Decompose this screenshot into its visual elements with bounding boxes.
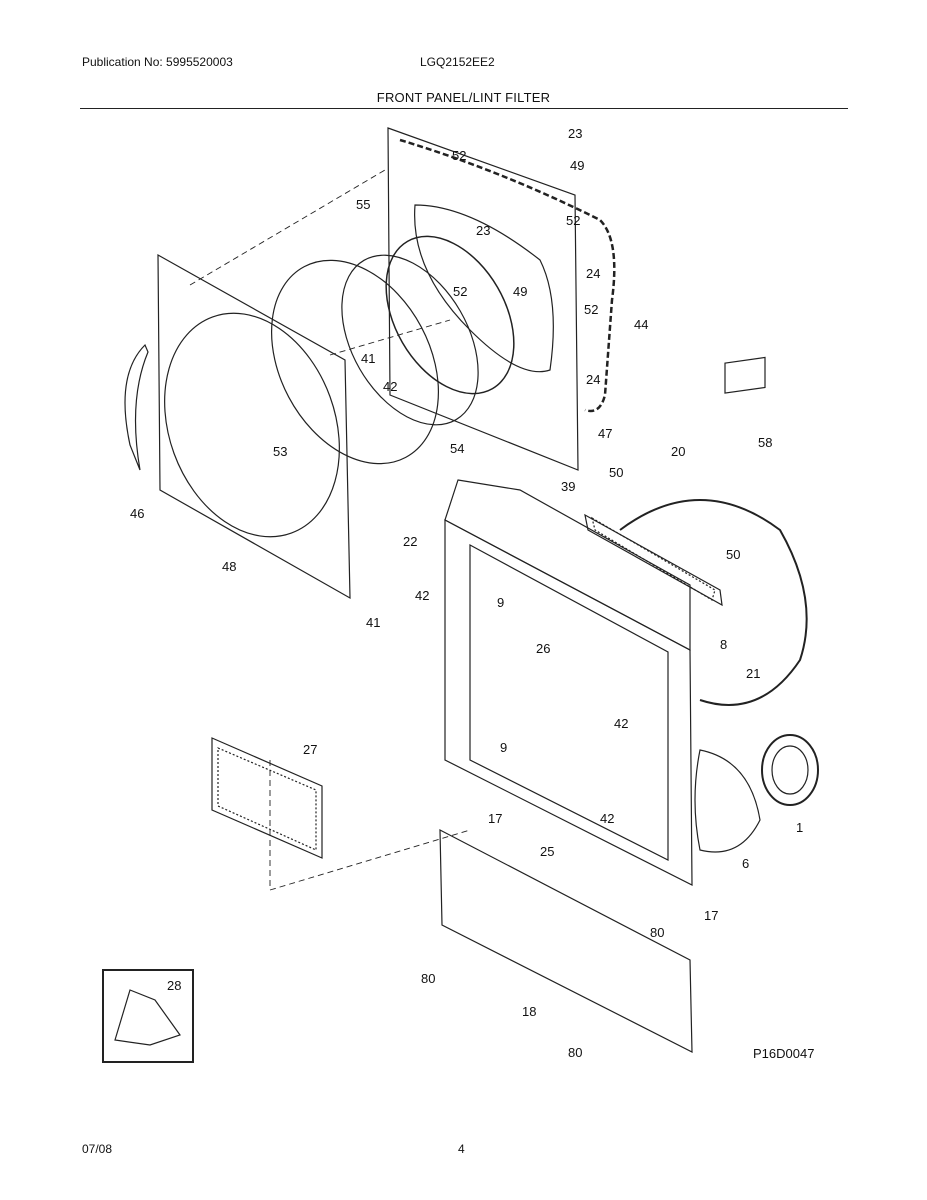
drum-front-54 — [341, 254, 479, 426]
callout-49: 49 — [570, 158, 584, 173]
callout-21: 21 — [746, 666, 760, 681]
header-rule — [80, 108, 848, 109]
front-panel-48 — [157, 253, 351, 600]
toe-kick-panel-18 — [439, 829, 693, 1053]
callout-22: 22 — [403, 534, 417, 549]
callout-46: 46 — [130, 506, 144, 521]
callout-39: 39 — [561, 479, 575, 494]
callout-41: 41 — [361, 351, 375, 366]
bulkhead-seal-44 — [399, 138, 616, 413]
callout-23: 23 — [568, 126, 582, 141]
callout-42: 42 — [600, 811, 614, 826]
callout-27: 27 — [303, 742, 317, 757]
callout-80: 80 — [568, 1045, 582, 1060]
callout-52: 52 — [453, 284, 467, 299]
callout-48: 48 — [222, 559, 236, 574]
front-panel-opening — [164, 312, 340, 538]
callout-8: 8 — [720, 637, 727, 652]
callout-41: 41 — [366, 615, 380, 630]
bulkhead-opening — [414, 204, 554, 373]
callout-49: 49 — [513, 284, 527, 299]
callout-42: 42 — [415, 588, 429, 603]
blower-ring-1 — [761, 734, 819, 806]
callout-26: 26 — [536, 641, 550, 656]
page-number: 4 — [458, 1142, 465, 1156]
front-frame-inner — [469, 543, 669, 861]
diagram-code: P16D0047 — [753, 1046, 815, 1061]
callout-52: 52 — [584, 302, 598, 317]
callout-52: 52 — [452, 148, 466, 163]
callout-80: 80 — [421, 971, 435, 986]
callout-28: 28 — [167, 978, 181, 993]
callout-55: 55 — [356, 197, 370, 212]
callout-54: 54 — [450, 441, 464, 456]
lint-filter-mesh — [217, 747, 317, 851]
callout-58: 58 — [758, 435, 772, 450]
drum-seal-55 — [385, 235, 515, 395]
terminal-block-58 — [724, 356, 766, 394]
lint-filter-housing-8 — [584, 513, 723, 607]
callout-53: 53 — [273, 444, 287, 459]
callout-6: 6 — [742, 856, 749, 871]
callout-24: 24 — [586, 372, 600, 387]
callout-42: 42 — [383, 379, 397, 394]
callout-20: 20 — [671, 444, 685, 459]
front-bulkhead-ring-53 — [270, 259, 440, 465]
callout-17: 17 — [704, 908, 718, 923]
callout-47: 47 — [598, 426, 612, 441]
callout-52: 52 — [566, 213, 580, 228]
lint-filter-27 — [211, 737, 323, 859]
inset-box-28 — [102, 969, 194, 1063]
page-title: FRONT PANEL/LINT FILTER — [376, 90, 551, 105]
callout-9: 9 — [500, 740, 507, 755]
blower-housing-6 — [694, 749, 761, 853]
bracket-28 — [114, 989, 181, 1046]
callout-1: 1 — [796, 820, 803, 835]
front-frame-22 — [444, 519, 693, 886]
callout-50: 50 — [726, 547, 740, 562]
callout-80: 80 — [650, 925, 664, 940]
footer-date: 07/08 — [82, 1142, 113, 1156]
callout-9: 9 — [497, 595, 504, 610]
drum-felt-seal-20 — [619, 499, 808, 706]
rear-bulkhead-panel — [387, 127, 579, 471]
callout-24: 24 — [586, 266, 600, 281]
callout-25: 25 — [540, 844, 554, 859]
blower-ring-1-inner — [771, 745, 809, 795]
callout-42: 42 — [614, 716, 628, 731]
callout-23: 23 — [476, 223, 490, 238]
frame-top-plate — [444, 479, 691, 651]
callout-18: 18 — [522, 1004, 536, 1019]
callout-44: 44 — [634, 317, 648, 332]
model-number: LGQ2152EE2 — [420, 55, 495, 69]
lint-screen — [591, 516, 716, 601]
callout-50: 50 — [609, 465, 623, 480]
door-handle-46 — [124, 343, 149, 471]
callout-17: 17 — [488, 811, 502, 826]
publication-number: Publication No: 5995520003 — [82, 55, 233, 69]
